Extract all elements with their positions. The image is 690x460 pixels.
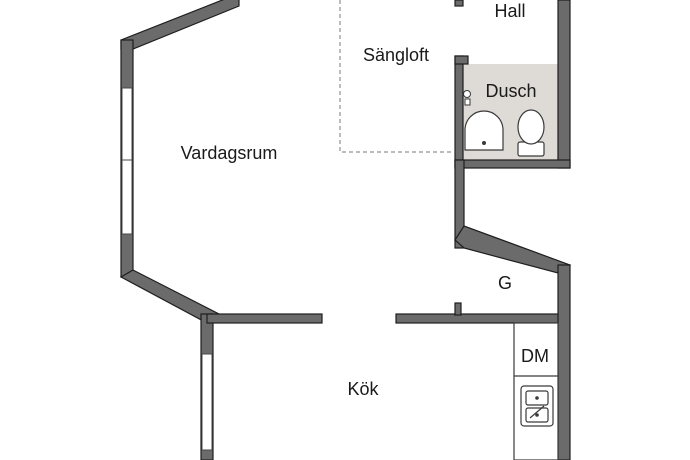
- washbasin-icon: [464, 110, 504, 151]
- label-hall: Hall: [494, 1, 525, 21]
- wall-hall-stub: [454, 0, 464, 7]
- wall-g-diagonal: [454, 225, 572, 274]
- label-sangloft: Sängloft: [363, 45, 429, 65]
- window-kitchen: [201, 353, 213, 451]
- faucet-icon: [529, 405, 545, 419]
- label-dm: DM: [521, 346, 549, 366]
- sink-icon: [520, 385, 554, 427]
- label-g: G: [498, 273, 512, 293]
- window-living-room: [121, 87, 133, 235]
- label-dusch: Dusch: [485, 81, 536, 101]
- wall-right-lower: [557, 264, 571, 460]
- wall-top-diagonal: [120, 0, 240, 50]
- wall-bathroom-bottom: [454, 159, 571, 169]
- label-kok: Kök: [347, 379, 379, 399]
- wall-kitchen-top-right: [395, 313, 560, 324]
- toilet-icon: [517, 109, 545, 157]
- wall-bathroom-top: [454, 55, 469, 65]
- wall-kitchen-top-left: [206, 313, 323, 324]
- wall-stub-g: [454, 302, 462, 316]
- wall-bathroom-left: [454, 55, 464, 169]
- label-vardagsrum: Vardagsrum: [181, 143, 278, 163]
- sleeping-loft-outline: [339, 0, 452, 153]
- wall-corridor-left: [454, 159, 465, 249]
- wall-right-upper: [557, 0, 571, 169]
- shower-head-icon: [463, 90, 471, 106]
